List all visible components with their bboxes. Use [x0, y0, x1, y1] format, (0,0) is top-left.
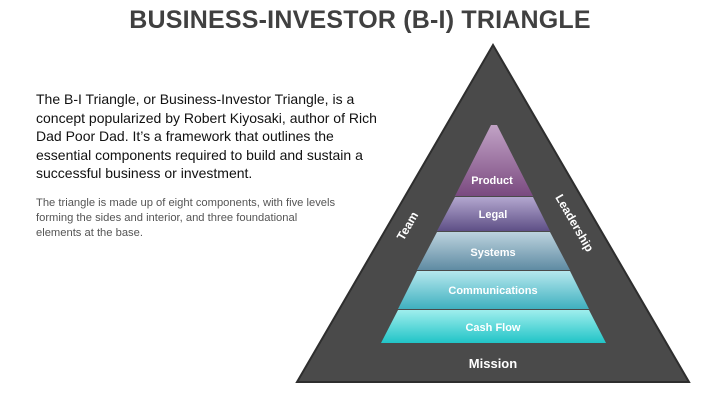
level-product [455, 125, 533, 196]
level-legal [437, 197, 550, 231]
level-label-communications: Communications [448, 285, 537, 297]
level-label-legal: Legal [479, 209, 508, 221]
level-systems [417, 232, 570, 270]
page-title: BUSINESS-INVESTOR (B-I) TRIANGLE [129, 6, 591, 34]
level-label-systems: Systems [470, 247, 515, 259]
level-cash-flow [381, 310, 606, 343]
level-communications [398, 271, 589, 309]
base-label-mission: Mission [469, 356, 517, 371]
intro-paragraph: The B-I Triangle, or Business-Investor T… [36, 91, 377, 181]
level-label-cash-flow: Cash Flow [465, 322, 520, 334]
detail-paragraph: The triangle is made up of eight compone… [36, 197, 336, 239]
level-label-product: Product [471, 175, 513, 187]
